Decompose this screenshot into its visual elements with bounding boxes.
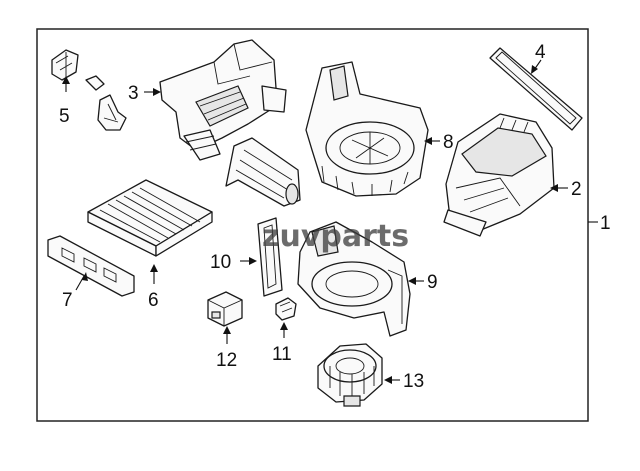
arrow-4 [531,65,538,74]
arrow-8 [424,137,432,145]
part-9-lower-case [297,221,411,337]
callout-7: 7 [62,290,73,311]
arrow-3 [153,88,161,96]
arrow-9 [408,277,416,285]
callout-5: 5 [59,106,70,127]
part-12-resistor [207,291,243,327]
part-3-duct [159,39,287,161]
part-10-gasket [257,217,283,297]
part-5-brackets [51,49,127,131]
arrow-10 [249,257,257,265]
part-13-blower-motor [317,343,383,407]
arrow-11 [280,322,288,330]
part-8-upper-case [305,61,429,197]
callout-9: 9 [427,272,438,293]
leader-7 [75,275,85,291]
part-2-main-case [443,113,555,237]
part-11-clip [275,297,297,321]
arrow-12 [223,326,231,334]
callout-11: 11 [272,344,292,365]
arrow-7 [82,272,88,281]
callout-13: 13 [403,371,424,392]
part-4-seal [489,47,583,131]
callout-10: 10 [210,252,231,273]
part-6-filter [87,179,213,257]
callout-2: 2 [571,179,582,200]
callout-3: 3 [128,83,139,104]
callout-6: 6 [148,290,159,311]
callout-4: 4 [535,42,546,63]
diagram-frame [36,28,589,422]
heater-core [225,137,301,207]
callout-8: 8 [443,132,454,153]
arrow-6 [150,264,158,272]
part-7-filter-cover [47,235,135,297]
arrow-2 [550,184,558,192]
callout-1: 1 [600,213,611,234]
arrow-13 [384,376,392,384]
watermark-text: zuvparts [262,219,409,254]
arrow-5 [62,76,70,84]
callout-12: 12 [216,350,237,371]
